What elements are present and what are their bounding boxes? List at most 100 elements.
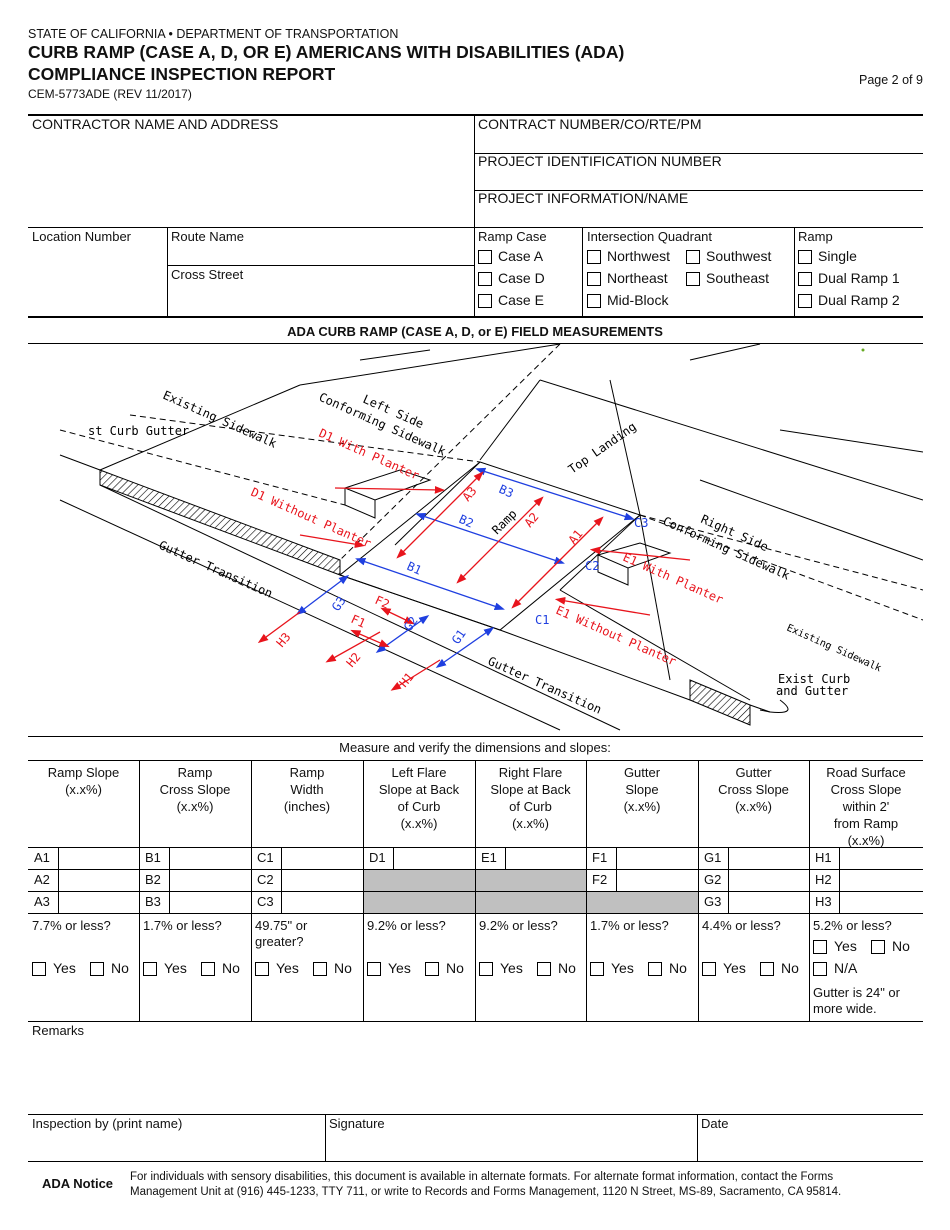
value-field-c2[interactable] <box>283 871 359 889</box>
southwest-checkbox[interactable] <box>686 250 700 264</box>
diagram-existing-sidewalk-right: Existing Sidewalk <box>785 623 883 675</box>
left-flare-slope-yes-checkbox[interactable] <box>367 962 381 976</box>
cross-street-label: Cross Street <box>171 267 244 282</box>
diagram-top-landing: Top Landing <box>566 419 639 476</box>
quadrant-label: Intersection Quadrant <box>587 229 713 244</box>
contractor-name-field[interactable] <box>30 134 470 226</box>
value-field-h3[interactable] <box>841 893 919 911</box>
inspection-by-field[interactable] <box>30 1133 322 1159</box>
value-field-h1[interactable] <box>841 849 919 867</box>
gutter-cross-slope-no-label: No <box>781 960 799 976</box>
gutter-slope-yes-checkbox[interactable] <box>590 962 604 976</box>
diagram-ramp: Ramp <box>489 507 519 537</box>
ramp-label: Ramp <box>798 229 833 244</box>
cross-street-field[interactable] <box>169 284 471 314</box>
mid-block-checkbox[interactable] <box>587 294 601 308</box>
route-name-field[interactable] <box>169 246 471 264</box>
southeast-label: Southeast <box>706 270 770 286</box>
row-code-g1: G1 <box>704 850 722 865</box>
single-ramp-checkbox[interactable] <box>798 250 812 264</box>
value-field-f1[interactable] <box>618 849 694 867</box>
value-field-h2[interactable] <box>841 871 919 889</box>
diagram-g2: G2 <box>401 614 421 634</box>
mid-block-label: Mid-Block <box>607 292 669 308</box>
right-flare-slope-yes-checkbox[interactable] <box>479 962 493 976</box>
value-field-a3[interactable] <box>60 893 135 911</box>
row-code-b1: B1 <box>145 850 161 865</box>
location-number-field[interactable] <box>30 246 164 314</box>
value-field-c1[interactable] <box>283 849 359 867</box>
row-code-d1: D1 <box>369 850 386 865</box>
gutter-slope-no-checkbox[interactable] <box>648 962 662 976</box>
northwest-checkbox[interactable] <box>587 250 601 264</box>
value-field-g1[interactable] <box>730 849 805 867</box>
value-field-a2[interactable] <box>60 871 135 889</box>
ramp-slope-no-checkbox[interactable] <box>90 962 104 976</box>
left-flare-slope-no-checkbox[interactable] <box>425 962 439 976</box>
value-field-c3[interactable] <box>283 893 359 911</box>
dual-ramp-1-checkbox[interactable] <box>798 272 812 286</box>
case-d-checkbox[interactable] <box>478 272 492 286</box>
dual-ramp-2-checkbox[interactable] <box>798 294 812 308</box>
ramp-width-no-checkbox[interactable] <box>313 962 327 976</box>
curb-ramp-diagram: Existing Sidewalk st Curb Gutter Left Si… <box>59 344 923 731</box>
road-surface-na-checkbox[interactable] <box>813 962 827 976</box>
row-code-h2: H2 <box>815 872 832 887</box>
ramp-slope-yes-checkbox[interactable] <box>32 962 46 976</box>
value-field-f2[interactable] <box>618 871 694 889</box>
road-surface-cross-slope-yes-checkbox[interactable] <box>813 940 827 954</box>
diagram-h1: H1 <box>397 670 417 690</box>
ramp-case-label: Ramp Case <box>478 229 547 244</box>
southeast-checkbox[interactable] <box>686 272 700 286</box>
value-field-g2[interactable] <box>730 871 805 889</box>
road-surface-cross-slope-criterion: 5.2% or less? <box>813 918 892 933</box>
gutter-cross-slope-no-checkbox[interactable] <box>760 962 774 976</box>
remarks-label: Remarks <box>32 1023 85 1038</box>
diagram-g1: G1 <box>449 627 469 647</box>
ramp-cross-slope-yes-checkbox[interactable] <box>143 962 157 976</box>
disabled-cell <box>587 892 698 913</box>
gutter-cross-slope-yes-label: Yes <box>723 960 746 976</box>
value-field-a1[interactable] <box>60 849 135 867</box>
ramp-width-yes-label: Yes <box>276 960 299 976</box>
signature-field[interactable] <box>327 1133 694 1159</box>
value-field-b2[interactable] <box>171 871 247 889</box>
project-id-field[interactable] <box>476 171 921 189</box>
remarks-field[interactable] <box>30 1040 920 1112</box>
gutter-slope-no-label: No <box>669 960 687 976</box>
diagram-exist-curb: Exist Curb <box>778 672 850 686</box>
diagram-c1: C1 <box>535 613 549 627</box>
value-field-b3[interactable] <box>171 893 247 911</box>
road-surface-cross-slope-yes-label: Yes <box>834 938 857 954</box>
case-a-checkbox[interactable] <box>478 250 492 264</box>
inspection-by-label: Inspection by (print name) <box>32 1116 183 1131</box>
right-flare-slope-no-checkbox[interactable] <box>537 962 551 976</box>
contractor-name-label: CONTRACTOR NAME AND ADDRESS <box>32 116 279 132</box>
value-field-d1[interactable] <box>395 849 471 867</box>
project-info-field[interactable] <box>476 208 921 226</box>
date-field[interactable] <box>699 1133 921 1159</box>
ramp-width-yes-checkbox[interactable] <box>255 962 269 976</box>
value-field-b1[interactable] <box>171 849 247 867</box>
northwest-label: Northwest <box>607 248 671 264</box>
case-d-label: Case D <box>498 270 545 286</box>
gutter-cross-slope-yes-checkbox[interactable] <box>702 962 716 976</box>
location-number-label: Location Number <box>32 229 131 244</box>
road-surface-na-label: N/A <box>834 960 858 976</box>
value-field-g3[interactable] <box>730 893 805 911</box>
contract-number-field[interactable] <box>476 134 921 152</box>
value-field-e1[interactable] <box>507 849 582 867</box>
row-code-h1: H1 <box>815 850 832 865</box>
case-e-label: Case E <box>498 292 544 308</box>
right-flare-slope-no-label: No <box>558 960 576 976</box>
ramp-cross-slope-no-checkbox[interactable] <box>201 962 215 976</box>
route-name-label: Route Name <box>171 229 244 244</box>
row-code-c3: C3 <box>257 894 274 909</box>
row-code-b3: B3 <box>145 894 161 909</box>
northeast-checkbox[interactable] <box>587 272 601 286</box>
ramp-slope-yes-label: Yes <box>53 960 76 976</box>
diagram-h3: H3 <box>274 630 294 650</box>
case-e-checkbox[interactable] <box>478 294 492 308</box>
road-surface-cross-slope-no-checkbox[interactable] <box>871 940 885 954</box>
